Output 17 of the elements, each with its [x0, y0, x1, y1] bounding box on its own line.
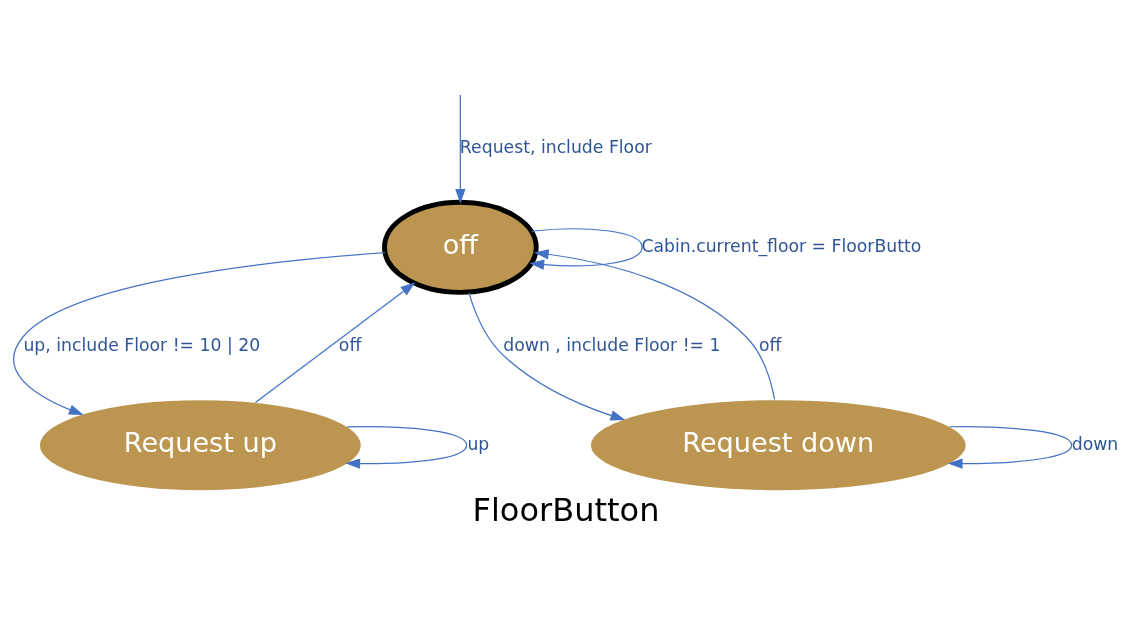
edge-label: up	[467, 433, 490, 454]
edge-label: off	[759, 334, 782, 355]
arrow	[345, 425, 468, 469]
edge-label: Cabin.current_floor = FloorButto	[641, 235, 922, 256]
edge-label: down	[1071, 433, 1119, 454]
arrow	[947, 425, 1073, 469]
edge-label: off	[338, 334, 362, 355]
arrow	[529, 227, 643, 270]
edge-label: Request, include Floor	[459, 136, 652, 157]
arrow	[468, 291, 626, 420]
caption: FloorButton	[472, 490, 660, 529]
arrow	[533, 248, 776, 400]
edge-label: down , include Floor != 1	[503, 334, 721, 355]
edge-label: up, include Floor != 10 | 20	[23, 334, 261, 355]
arrow	[254, 281, 416, 403]
arrow	[455, 93, 466, 204]
arrow	[13, 251, 386, 415]
